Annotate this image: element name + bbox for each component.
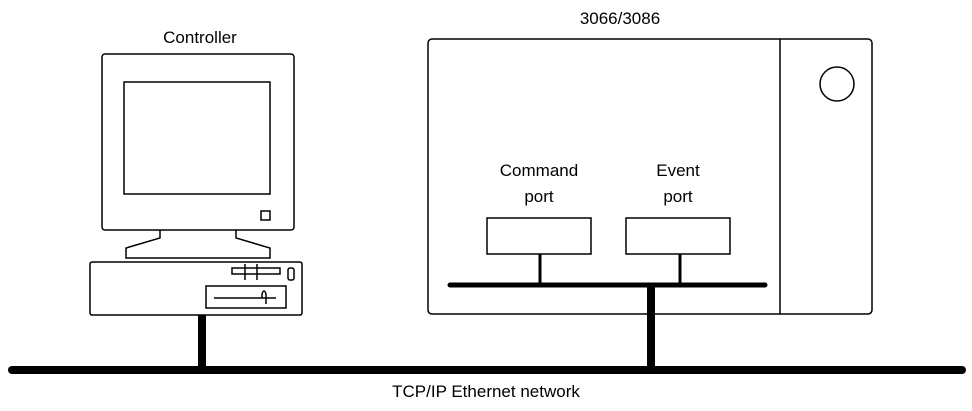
controller-computer [89,53,303,316]
cd-drive-slot [205,285,287,309]
monitor-power-button [260,210,271,221]
controller-label: Controller [163,28,237,47]
disk-drive-slot [231,267,281,275]
monitor-body [101,53,295,231]
network-label: TCP/IP Ethernet network [392,382,580,401]
command-port-label-line2: port [524,187,554,206]
instrument-knob [819,66,855,102]
monitor-stand [125,230,271,259]
event-port-box [625,217,731,255]
computer-base [89,261,303,316]
command-port-box [486,217,592,255]
base-indicator [287,267,295,281]
instrument-internal-bus [447,254,768,368]
instrument-label: 3066/3086 [579,9,661,28]
event-port-label-line2: port [663,187,693,206]
event-port-label-line1: Event [656,161,700,180]
monitor-screen [123,81,271,195]
command-port-label-line1: Command [499,161,579,180]
